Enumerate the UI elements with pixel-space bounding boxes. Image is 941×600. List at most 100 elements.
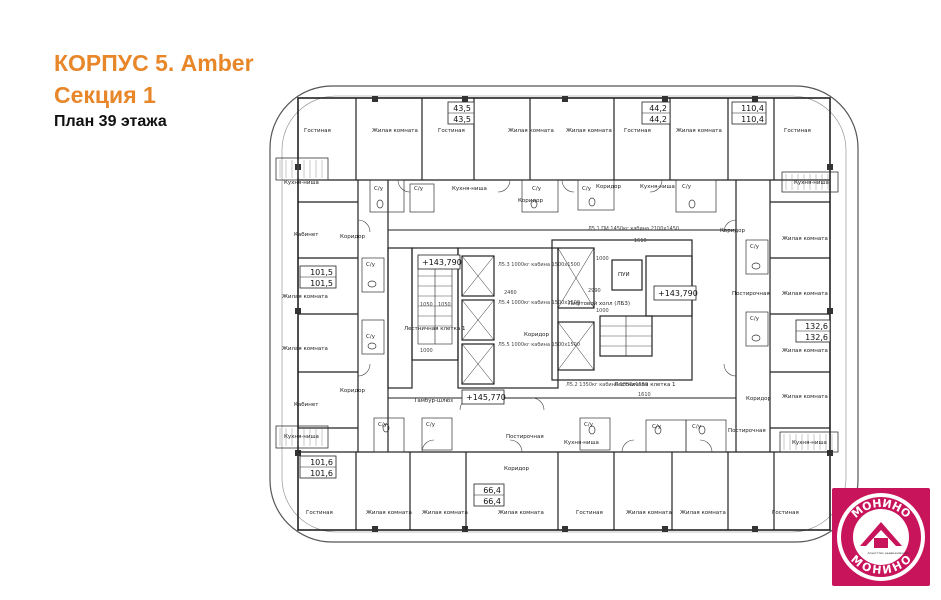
level-marks: +143,790 +143,790 +145,770 xyxy=(417,254,698,405)
apt-a5-total: 132,6 xyxy=(805,322,828,331)
apt-box-a4: 101,5 101,5 xyxy=(299,265,337,289)
room-label: Гостиная xyxy=(306,510,333,516)
room-label: С/у xyxy=(366,262,376,268)
apt-a1-total: 43,5 xyxy=(453,104,471,113)
section-title: Секция 1 xyxy=(54,82,156,108)
room-label: Жилая комната xyxy=(626,510,672,516)
room-label: Коридор xyxy=(340,234,366,240)
room-label: С/у xyxy=(366,334,376,340)
room-label: Жилая комната xyxy=(508,128,554,134)
columns xyxy=(295,96,833,532)
room-label: Жилая комната xyxy=(782,348,828,354)
dimension: 1000 xyxy=(420,348,433,354)
level-mark-3: +145,770 xyxy=(466,393,506,402)
apt-a6-total: 101,6 xyxy=(310,458,333,467)
room-label: Кухня-ниша xyxy=(794,180,829,186)
room-label: Жилая комната xyxy=(782,394,828,400)
lift-label: Л5.3 1000кг кабина 1500x1500 xyxy=(498,262,580,268)
lift-label: Л5.2 1350кг кабина 1850x1550 xyxy=(566,382,648,388)
building-title: КОРПУС 5. Amber xyxy=(54,50,254,76)
room-label: Жилая комната xyxy=(782,236,828,242)
lift-label: Л5.5 1000кг кабина 1500x1500 xyxy=(498,342,580,348)
apt-box-a5: 132,6 132,6 xyxy=(795,319,831,343)
room-label: С/у xyxy=(750,244,760,250)
room-label: Гостиная xyxy=(784,128,811,134)
room-label: Гостиная xyxy=(304,128,331,134)
bottom-row-walls xyxy=(298,451,830,530)
house-icon xyxy=(860,522,902,546)
room-label: Тамбур-шлюз xyxy=(413,398,453,404)
dimension: 1610 xyxy=(634,238,647,244)
dimension: 1050 xyxy=(438,302,451,308)
room-label: Кухня-ниша xyxy=(284,434,319,440)
room-label: Жилая комната xyxy=(676,128,722,134)
lift-label: Л5.4 1000кг кабина 1500x1500 xyxy=(498,300,580,306)
apt-a4-total: 101,5 xyxy=(310,268,333,277)
level-mark-2: +143,790 xyxy=(658,289,698,298)
room-label: Кухня-ниша xyxy=(284,180,319,186)
room-label: Лифтовой холл (ЛБ3) xyxy=(568,300,630,307)
apt-box-a3: 110,4 110,4 xyxy=(731,101,767,125)
room-label: Коридор xyxy=(524,332,550,338)
dimension: 1610 xyxy=(638,392,651,398)
room-label: С/у xyxy=(584,422,594,428)
room-label: Жилая комната xyxy=(782,291,828,297)
apt-box-a2: 44,2 44,2 xyxy=(641,101,671,125)
room-label: Жилая комната xyxy=(282,294,328,300)
apt-box-a6: 101,6 101,6 xyxy=(299,455,337,479)
apt-a3-living: 110,4 xyxy=(741,115,764,124)
room-label: Жилая комната xyxy=(282,346,328,352)
balcony-hatch xyxy=(275,157,839,453)
level-mark-1: +143,790 xyxy=(422,258,462,267)
dimension: 1050 xyxy=(420,302,433,308)
room-label: Коридор xyxy=(720,228,746,234)
room-label: Кабинет xyxy=(294,232,319,238)
room-label: С/у xyxy=(682,184,692,190)
room-label: Жилая комната xyxy=(498,510,544,516)
room-label: С/у xyxy=(692,424,702,430)
room-label: С/у xyxy=(652,424,662,430)
apt-box-a1: 43,5 43,5 xyxy=(447,101,475,125)
room-label: С/у xyxy=(374,186,384,192)
floor-plan: 43,5 43,5 44,2 44,2 110,4 110,4 101,5 10… xyxy=(269,85,859,543)
room-label: С/у xyxy=(378,422,388,428)
dimension: 2990 xyxy=(588,288,601,294)
room-label: С/у xyxy=(414,186,424,192)
dimension: 1000 xyxy=(596,256,609,262)
room-label: Коридор xyxy=(746,396,772,402)
room-label: Кухня-ниша xyxy=(452,186,487,192)
lift-labels: Л5.3 1000кг кабина 1500x1500 Л5.4 1000кг… xyxy=(498,226,679,388)
apt-a1-living: 43,5 xyxy=(453,115,471,124)
room-label: Жилая комната xyxy=(372,128,418,134)
room-label: Постирочная xyxy=(728,428,766,434)
corridor xyxy=(388,229,736,399)
lift-label: Л5.1 ПИ 1450кг кабина 2100x1450 xyxy=(588,226,679,232)
dimension: 2460 xyxy=(504,290,517,296)
room-label: С/у xyxy=(750,316,760,322)
room-label: Коридор xyxy=(504,466,530,472)
room-label: Жилая комната xyxy=(366,510,412,516)
room-label: С/у xyxy=(582,186,592,192)
room-label: Лестничная клетка 1 xyxy=(404,326,466,332)
room-label: Гостиная xyxy=(624,128,651,134)
room-label: Постирочная xyxy=(506,434,544,440)
floor-plan-title: План 39 этажа xyxy=(54,113,167,130)
slab xyxy=(297,97,831,531)
facade-outline xyxy=(269,85,859,543)
apt-a3-total: 110,4 xyxy=(741,104,764,113)
dimensions: 2460 2990 1050 1050 1000 1000 1000 1610 … xyxy=(420,238,651,398)
bathrooms xyxy=(361,179,769,453)
apt-a2-living: 44,2 xyxy=(649,115,667,124)
lifts-right xyxy=(551,239,693,381)
room-label: Постирочная xyxy=(732,291,770,297)
apt-a4-living: 101,5 xyxy=(310,279,333,288)
room-label: ПУИ xyxy=(618,272,630,278)
room-label: Коридор xyxy=(340,388,366,394)
logo-caption: Агентство недвижимости xyxy=(868,551,909,555)
room-label: Кухня-ниша xyxy=(640,184,675,190)
left-walls xyxy=(298,180,389,452)
room-label: Гостиная xyxy=(438,128,465,134)
room-label: Гостиная xyxy=(772,510,799,516)
right-walls xyxy=(735,180,830,452)
room-label: С/у xyxy=(532,186,542,192)
